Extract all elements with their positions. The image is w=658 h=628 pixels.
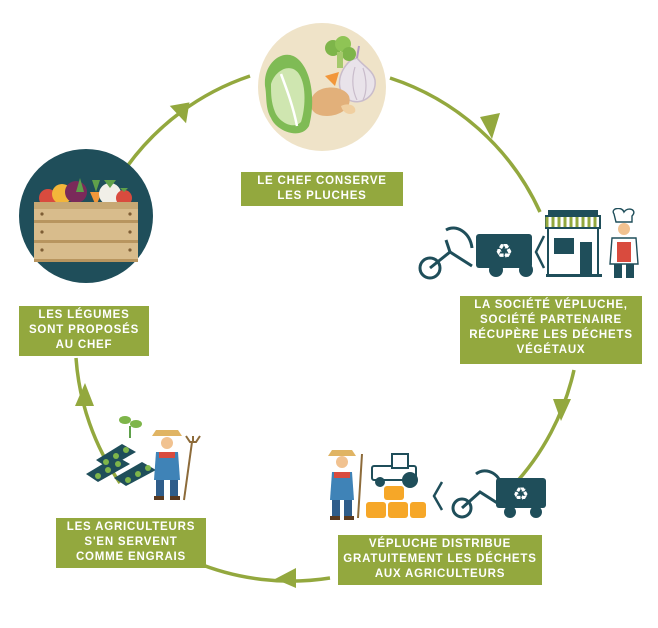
step-label-distribue-line: VÉPLUCHE DISTRIBUE [368,538,512,550]
svg-text:♻: ♻ [495,239,513,263]
step-label-agriculteurs-line: S'EN SERVENT [84,536,178,548]
step-label-agriculteurs-line: LES AGRICULTEURS [66,521,196,533]
step-label-distribue-line: GRATUITEMENT LES DÉCHETS [343,553,537,565]
step-label-vepluche-line: RÉCUPÈRE LES DÉCHETS [469,329,633,341]
step-label-legumes-line: SONT PROPOSÉS [28,324,140,336]
cargo-bike-and-restaurant-icon: ♻ [418,208,639,280]
step-label-vepluche: LA SOCIÉTÉ VÉPLUCHE, SOCIÉTÉ PARTENAIRE … [460,296,642,364]
arrow-head-right [553,399,571,421]
vegetable-peelings-icon [258,23,386,151]
arrow-head-left [75,383,94,406]
step-label-legumes-line: LES LÉGUMES [38,309,130,321]
step-label-vepluche-line: VÉGÉTAUX [516,344,586,356]
step-label-chef: LE CHEF CONSERVE LES PLUCHES [241,172,403,206]
arrow-head-top-left [169,102,190,124]
step-label-chef-line: LES PLUCHES [277,190,367,202]
step-label-distribue-line: AUX AGRICULTEURS [374,568,506,580]
step-label-legumes: LES LÉGUMES SONT PROPOSÉS AU CHEF [19,306,149,356]
step-label-distribue: VÉPLUCHE DISTRIBUE GRATUITEMENT LES DÉCH… [338,535,542,585]
cycle-arc-4 [194,560,331,583]
step-label-vepluche-line: LA SOCIÉTÉ VÉPLUCHE, [474,299,628,311]
step-label-legumes-line: AU CHEF [55,339,113,351]
step-label-agriculteurs-line: COMME ENGRAIS [75,551,187,563]
step-label-chef-line: LE CHEF CONSERVE [257,175,387,187]
vegetable-crate-icon [19,149,153,283]
cycle-arc-3 [510,369,576,489]
farmer-field-icon [86,416,201,501]
step-label-vepluche-line: SOCIÉTÉ PARTENAIRE [480,314,622,326]
step-label-agriculteurs: LES AGRICULTEURS S'EN SERVENT COMME ENGR… [56,518,206,568]
farmer-tractor-bike-icon: ♻ [328,450,546,520]
arrow-head-bottom [275,568,296,588]
arrow-head-top-right [480,113,500,139]
cycle-arc-2 [389,76,542,213]
svg-text:♻: ♻ [513,484,529,505]
